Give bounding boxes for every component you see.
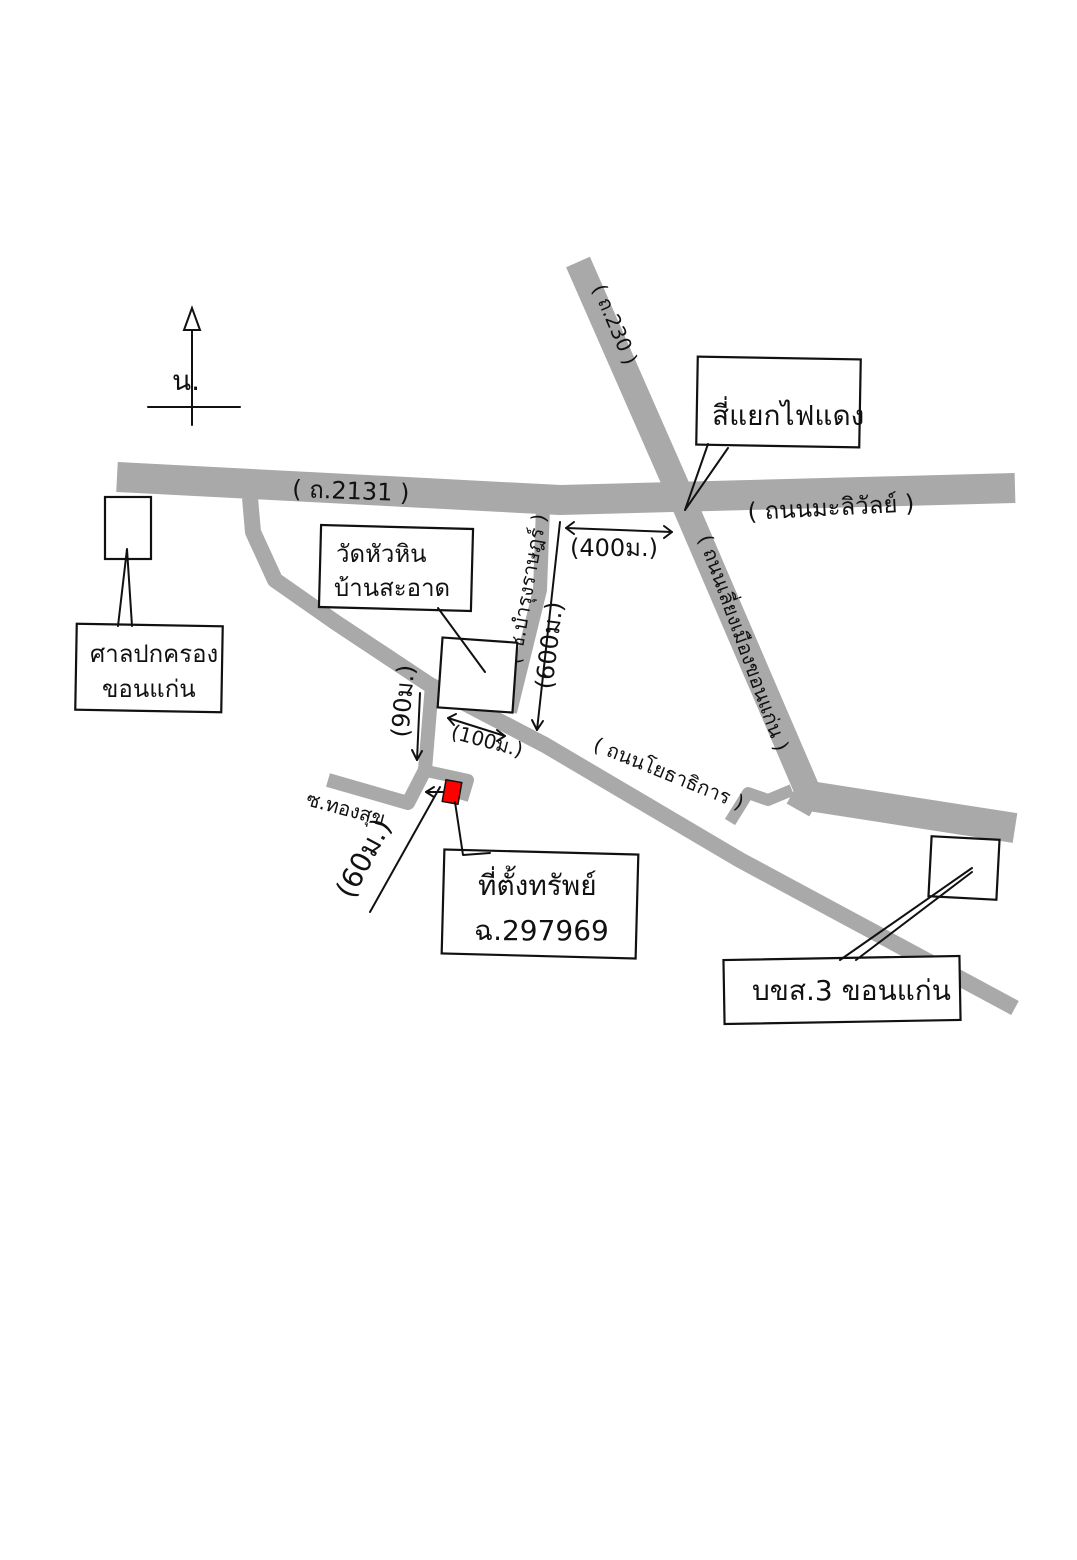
distance-90m: (90ม.) bbox=[386, 664, 420, 739]
wat-label-line2: บ้านสะอาด bbox=[334, 574, 450, 602]
road-bypass-label: ( ถนนเลี่ยงเมืองขอนแก่น ) bbox=[693, 531, 795, 754]
soi-thongsuk-branch bbox=[326, 684, 439, 810]
distance-400m: (400ม.) bbox=[570, 534, 658, 562]
road-yothathikan bbox=[242, 497, 1019, 1016]
road-230 bbox=[566, 256, 698, 514]
wat-callout: วัดหัวหิน บ้านสะอาด bbox=[317, 523, 519, 714]
property-callout: ที่ตั้งทรัพย์ ฉ.297969 bbox=[440, 778, 640, 960]
admin-court-label-line2: ขอนแก่น bbox=[102, 675, 196, 703]
roads bbox=[116, 256, 1019, 1016]
connector-road bbox=[724, 784, 795, 826]
property-marker bbox=[441, 778, 463, 806]
distance-60m: (60ม.) bbox=[329, 813, 398, 903]
road-yothathikan-label: ( ถนนโยธาธิการ ) bbox=[590, 732, 747, 814]
bks-building bbox=[927, 835, 1001, 901]
traffic-light-callout: สี่แยกไฟแดง bbox=[684, 355, 864, 511]
compass-label: น. bbox=[172, 364, 200, 397]
road-east-branch bbox=[800, 780, 1018, 843]
road-2131-label: ( ถ.2131 ) bbox=[292, 475, 410, 507]
soi-stub bbox=[420, 764, 474, 802]
bks-label: บขส.3 ขอนแก่น bbox=[752, 974, 951, 1007]
bks-callout: บขส.3 ขอนแก่น bbox=[722, 835, 1001, 1026]
wat-label-line1: วัดหัวหิน bbox=[336, 540, 427, 568]
property-label-line2: ฉ.297969 bbox=[474, 914, 609, 947]
property-label-line1: ที่ตั้งทรัพย์ bbox=[478, 865, 597, 902]
soi-bumrung bbox=[503, 507, 550, 714]
north-compass: น. bbox=[147, 305, 241, 426]
north-arrow-icon bbox=[182, 305, 202, 331]
admin-court-label-line1: ศาลปกครอง bbox=[90, 640, 218, 668]
road-2131 bbox=[116, 462, 1016, 515]
admin-court-callout: ศาลปกครอง ขอนแก่น bbox=[74, 495, 224, 714]
traffic-light-label: สี่แยกไฟแดง bbox=[712, 396, 864, 432]
wat-building bbox=[436, 636, 519, 714]
